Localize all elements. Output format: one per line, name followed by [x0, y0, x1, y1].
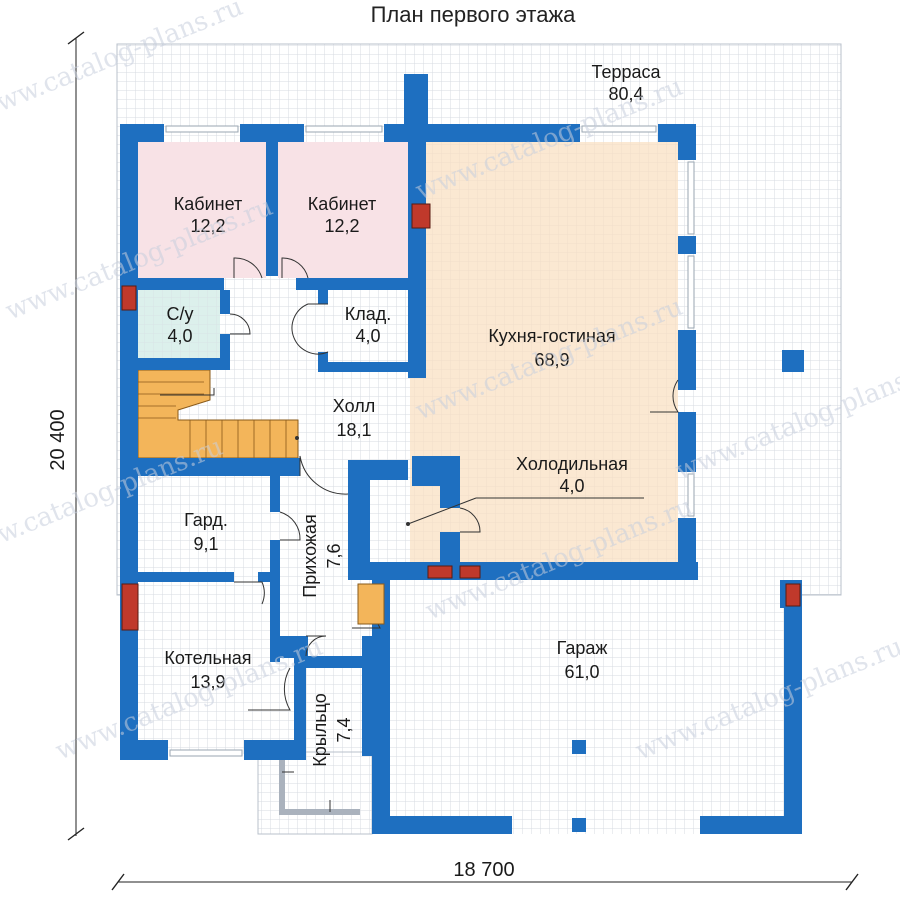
height-dimension: 20 400: [47, 409, 69, 470]
porch-area: 7,4: [334, 717, 354, 742]
porch-name: Крыльцо: [310, 693, 330, 766]
garage-steps: [357, 583, 385, 625]
wc-name: С/у: [167, 304, 194, 324]
windows: [165, 125, 695, 757]
cabinet2-name: Кабинет: [308, 194, 376, 214]
garage-name: Гараж: [557, 638, 608, 658]
entrance-name: Прихожая: [300, 514, 320, 597]
width-dimension: 18 700: [453, 859, 514, 881]
terrace-area-label: 80,4: [608, 84, 643, 104]
vents: [121, 203, 801, 631]
doors: [229, 257, 679, 815]
cabinet2-area: 12,2: [324, 216, 359, 236]
cabinet1-fill: [138, 142, 266, 278]
wc-area: 4,0: [167, 326, 192, 346]
cold-room-leader: [407, 497, 477, 525]
boiler-area: 13,9: [190, 672, 225, 692]
garage-area-label: 61,0: [564, 662, 599, 682]
dimension-lines: [67, 31, 859, 891]
cabinet2-fill: [278, 142, 408, 278]
room-labels: Терраса 80,4 Кабинет 12,2 Кабинет 12,2 С…: [164, 62, 661, 767]
kitchen-area: 68,9: [534, 350, 569, 370]
storage-name: Клад.: [345, 304, 392, 324]
cabinet1-area: 12,2: [190, 216, 225, 236]
hall-area: 18,1: [336, 420, 371, 440]
entrance-area: 7,6: [324, 543, 344, 568]
wardrobe-area: 9,1: [193, 534, 218, 554]
cold-name: Холодильная: [516, 454, 628, 474]
wardrobe-name: Гард.: [184, 510, 228, 530]
terrace-name: Терраса: [591, 62, 661, 82]
plan-title: План первого этажа: [371, 2, 577, 27]
boiler-name: Котельная: [164, 648, 251, 668]
cold-area: 4,0: [559, 476, 584, 496]
storage-area: 4,0: [355, 326, 380, 346]
hall-name: Холл: [333, 396, 375, 416]
cabinet1-name: Кабинет: [174, 194, 242, 214]
kitchen-name: Кухня-гостиная: [488, 326, 615, 346]
